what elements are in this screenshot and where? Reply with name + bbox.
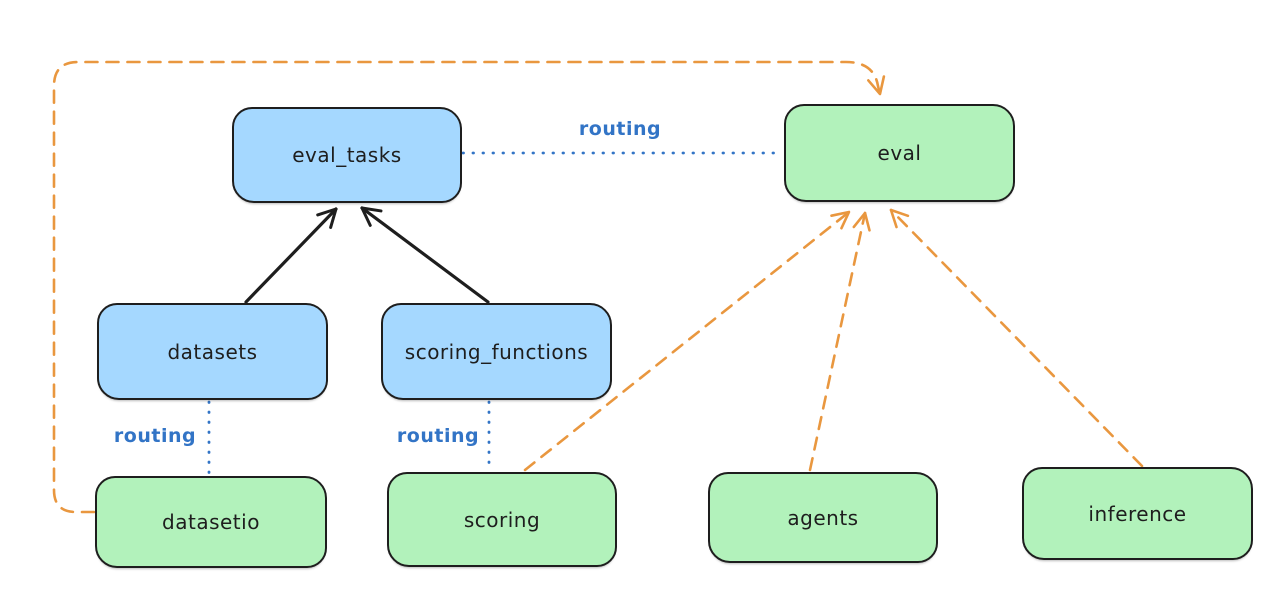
edge-inference-to-eval [889, 208, 1144, 468]
node-scoring-label: scoring [463, 507, 541, 532]
node-scoring_functions-label: scoring_functions [404, 339, 589, 364]
edge-scoring_functions-to-eval_tasks [360, 206, 490, 304]
node-scoring: scoring [387, 472, 617, 567]
edge-scoring-to-eval [523, 210, 851, 472]
node-eval_tasks: eval_tasks [232, 107, 462, 203]
node-inference-label: inference [1088, 501, 1187, 526]
edge-datasetio-to-eval-loop [52, 60, 886, 514]
node-inference: inference [1022, 467, 1253, 560]
edge-label-routing-middle: routing [396, 425, 480, 447]
node-datasets-label: datasets [167, 339, 258, 364]
node-datasetio-label: datasetio [162, 510, 260, 534]
edge-label-routing-left: routing [113, 425, 197, 447]
node-agents: agents [708, 472, 938, 563]
node-datasets: datasets [97, 303, 328, 400]
node-scoring_functions: scoring_functions [381, 303, 612, 400]
node-eval_tasks-label: eval_tasks [292, 143, 402, 167]
edge-datasets-to-eval_tasks [244, 207, 338, 304]
node-agents-label: agents [787, 505, 859, 530]
edge-agents-to-eval [808, 211, 871, 472]
node-datasetio: datasetio [95, 476, 327, 568]
node-eval-label: eval [877, 141, 922, 165]
node-eval: eval [784, 104, 1015, 202]
edge-label-routing-top: routing [578, 118, 662, 140]
